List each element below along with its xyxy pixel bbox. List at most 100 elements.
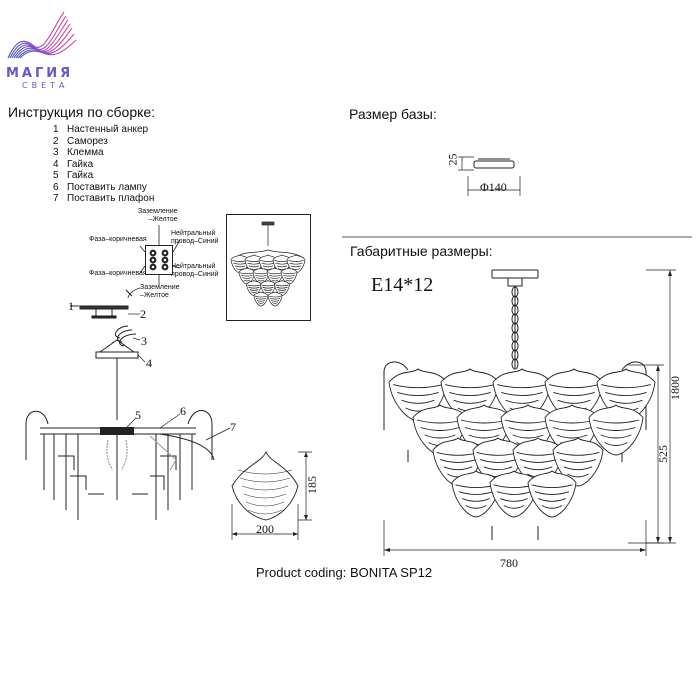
petal-vein <box>553 391 595 396</box>
petal-vein <box>261 284 275 287</box>
petal-vein <box>282 272 296 275</box>
petal-vein <box>270 277 280 279</box>
petal-vein <box>541 505 563 509</box>
chain-link <box>511 340 519 352</box>
wiring-ground-bottom: Заземление –Желтое <box>140 284 180 299</box>
petal-vein <box>549 384 599 389</box>
petal-vein <box>270 300 280 302</box>
callout-3: 3 <box>141 334 147 348</box>
petal-vein <box>278 291 286 293</box>
petal-vein <box>276 286 288 289</box>
shade-height-dim: 185 <box>305 476 319 494</box>
petal-vein <box>601 384 651 389</box>
wiring-phase-bottom: Фаза–коричневая <box>89 270 147 277</box>
petal-vein <box>284 277 294 279</box>
terminal-block-icon <box>145 245 173 275</box>
petal-vein <box>243 279 251 282</box>
wiring-neutral-bottom: Нейтральный провод–Синий <box>171 263 219 278</box>
petal-vein <box>483 466 513 471</box>
petal-vein <box>552 427 592 431</box>
glass-petal <box>527 470 577 518</box>
petal-vein <box>241 274 253 277</box>
petal-vein <box>523 466 553 471</box>
petal-vein <box>458 491 494 495</box>
petal-vein <box>497 384 547 389</box>
petal-vein <box>283 274 295 277</box>
petal-vein <box>512 434 544 439</box>
shade-vein <box>237 469 293 475</box>
petal-vein <box>520 459 556 463</box>
petal-vein <box>255 297 267 300</box>
chain-link <box>511 313 519 325</box>
chain-link <box>511 358 519 370</box>
base-diameter-dim: Φ140 <box>480 180 507 194</box>
petal-vein <box>276 265 288 268</box>
petal-vein <box>271 302 279 304</box>
shade-vein <box>245 501 285 507</box>
petal-vein <box>605 391 647 396</box>
chain-link <box>511 349 519 361</box>
petal-vein <box>445 384 495 389</box>
petal-vein <box>288 260 304 262</box>
petal-vein <box>277 289 287 291</box>
petal-vein <box>596 427 636 431</box>
petal-vein <box>534 491 570 495</box>
petal-vein <box>462 498 490 502</box>
petal-vein <box>240 272 254 275</box>
petal-vein <box>480 459 516 463</box>
assembly-title: Инструкция по сборке: <box>8 104 156 120</box>
callout-2: 2 <box>140 307 146 321</box>
petal-vein <box>592 419 640 424</box>
petal-vein <box>248 286 260 289</box>
wiring-ground-top: Заземление –Желтое <box>138 208 178 223</box>
petal-vein <box>453 399 487 404</box>
chain-link <box>511 322 519 334</box>
callout-6: 6 <box>180 404 186 418</box>
petal-vein <box>268 295 282 298</box>
petal-vein <box>261 262 275 265</box>
petal-vein <box>503 505 525 509</box>
brand-name: МАГИЯ <box>6 66 74 81</box>
petal-vein <box>236 268 244 270</box>
petal-vein <box>567 473 589 478</box>
shade-vein <box>243 493 287 499</box>
petal-vein <box>443 466 473 471</box>
petal-vein <box>247 284 261 287</box>
shade-vein <box>247 509 283 515</box>
petal-vein <box>424 434 456 439</box>
chandelier-preview-image <box>226 214 311 321</box>
petal-vein <box>254 295 268 298</box>
petal-vein <box>256 300 266 302</box>
petal-vein <box>604 442 628 446</box>
petal-vein <box>464 427 504 431</box>
petal-vein <box>468 434 500 439</box>
petal-vein <box>271 279 279 282</box>
shade-vein <box>241 485 289 491</box>
petal-vein <box>292 268 300 270</box>
petal-vein <box>505 399 539 404</box>
petal-vein <box>465 505 487 509</box>
petal-vein <box>254 272 268 275</box>
petal-vein <box>401 399 435 404</box>
petal-vein <box>285 279 293 282</box>
petal-vein <box>256 277 266 279</box>
petal-vein <box>557 399 591 404</box>
petal-vein <box>556 434 588 439</box>
petal-vein <box>269 274 281 277</box>
petal-vein <box>609 399 643 404</box>
petal-vein <box>233 262 247 265</box>
glass-petal <box>588 404 644 456</box>
petal-vein <box>600 434 632 439</box>
petal-vein <box>560 459 596 463</box>
petal-vein <box>257 302 265 304</box>
